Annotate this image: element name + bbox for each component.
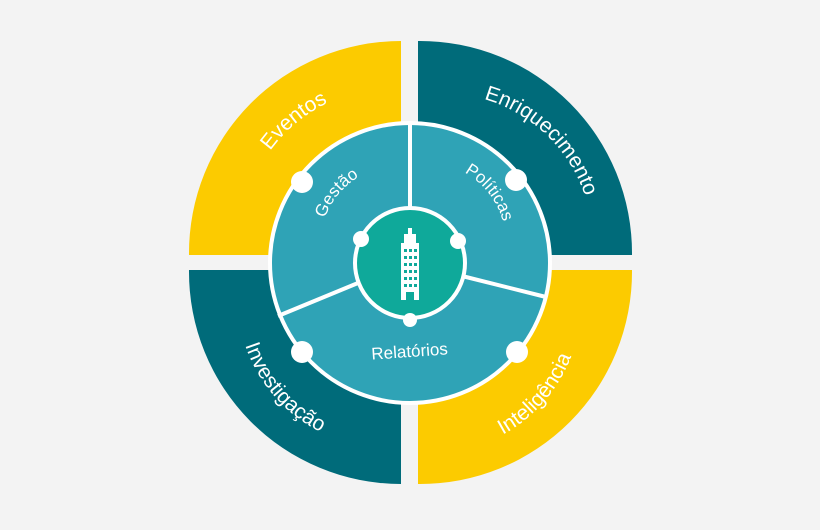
inner-separators xyxy=(277,124,547,318)
outer-segment-eventos xyxy=(188,40,401,256)
connector-dot xyxy=(505,169,527,191)
connector-dot xyxy=(450,233,466,249)
connector-dot xyxy=(291,171,313,193)
outer-segment-enriquecimento xyxy=(418,40,633,255)
connector-dot xyxy=(403,313,417,327)
connector-dot xyxy=(506,341,528,363)
connector-dot xyxy=(353,231,369,247)
outer-segment-investigacao xyxy=(188,270,401,484)
connector-dots xyxy=(291,169,528,363)
outer-segment-inteligencia xyxy=(418,270,633,485)
connector-dot xyxy=(291,341,313,363)
building-icon xyxy=(401,228,419,300)
